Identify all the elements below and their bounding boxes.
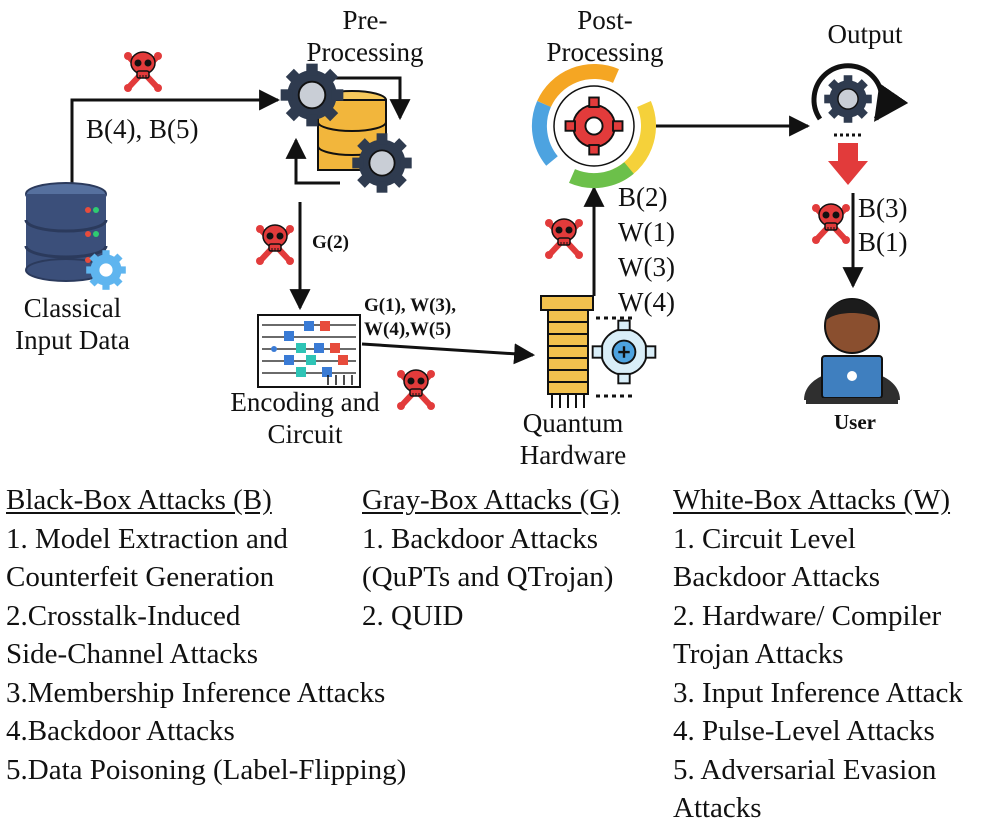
node-post-processing-label: Post- Processing <box>546 5 664 67</box>
quantum-chip-icon <box>540 295 657 408</box>
node-pre-processing-label: Pre- Processing <box>306 5 424 67</box>
output-gear-icon <box>811 63 909 185</box>
legend-white-box-item: 3. Input Inference Attack <box>673 676 963 709</box>
edge-label-output-to-user: B(3) B(1) <box>858 193 908 257</box>
edge-label-pre-to-encoding: G(2) <box>312 232 349 253</box>
node-output-label: Output <box>827 19 903 49</box>
legend-black-box-item: 2.Crosstalk-Induced Side-Channel Attacks <box>6 599 259 671</box>
circuit-board-icon <box>257 314 361 388</box>
node-classical-input-label: Classical Input Data <box>15 293 130 355</box>
legend-gray-box: Gray-Box Attacks (G) 1. Backdoor Attacks… <box>362 481 662 635</box>
gears-database-icon <box>279 62 413 194</box>
database-gear-icon <box>24 182 126 290</box>
attack-marker-input <box>124 52 162 92</box>
legend-black-box-item: 1. Model Extraction and Counterfeit Gene… <box>6 522 288 594</box>
legend-white-box-item: 2. Hardware/ Compiler Trojan Attacks <box>673 599 942 671</box>
edge-input-to-preprocessing <box>70 89 281 188</box>
node-quantum-hardware-label: Quantum Hardware <box>519 408 627 470</box>
legend-gray-box-item: 1. Backdoor Attacks (QuPTs and QTrojan) <box>362 522 614 594</box>
legend-white-box-item: 4. Pulse-Level Attacks <box>673 715 935 747</box>
edge-encoding-to-hardware <box>361 342 536 365</box>
legend-black-box: Black-Box Attacks (B) 1. Model Extractio… <box>6 481 407 789</box>
legend-gray-box-title: Gray-Box Attacks (G) <box>362 484 620 516</box>
attack-marker-hardware <box>545 219 583 259</box>
legend-black-box-title: Black-Box Attacks (B) <box>6 484 272 516</box>
edge-label-input-to-pre: B(4), B(5) <box>86 114 199 144</box>
attack-marker-encoding <box>397 370 435 410</box>
legend-black-box-item: 4.Backdoor Attacks <box>6 715 235 747</box>
node-user-label: User <box>834 410 876 434</box>
legend-black-box-item: 5.Data Poisoning (Label-Flipping) <box>6 753 407 786</box>
cycle-gear-icon <box>531 64 656 189</box>
legend-white-box-item: 5. Adversarial Evasion Attacks <box>673 753 937 825</box>
user-laptop-icon <box>804 298 900 404</box>
legend-gray-box-item: 2. QUID <box>362 599 464 632</box>
attack-marker-output <box>812 204 850 244</box>
legend-white-box-item: 1. Circuit Level Backdoor Attacks <box>673 522 880 594</box>
legend-white-box-title: White-Box Attacks (W) <box>673 484 951 516</box>
node-encoding-circuit-label: Encoding and Circuit <box>230 387 380 449</box>
attack-marker-preprocessing <box>256 225 294 265</box>
legend-black-box-item: 3.Membership Inference Attacks <box>6 676 386 709</box>
edge-label-encoding-to-hardware: G(1), W(3), W(4),W(5) <box>364 295 456 340</box>
legend-white-box: White-Box Attacks (W) 1. Circuit Level B… <box>673 481 995 825</box>
edge-label-hardware-to-post: B(2) W(1) W(3) W(4) <box>618 182 675 317</box>
